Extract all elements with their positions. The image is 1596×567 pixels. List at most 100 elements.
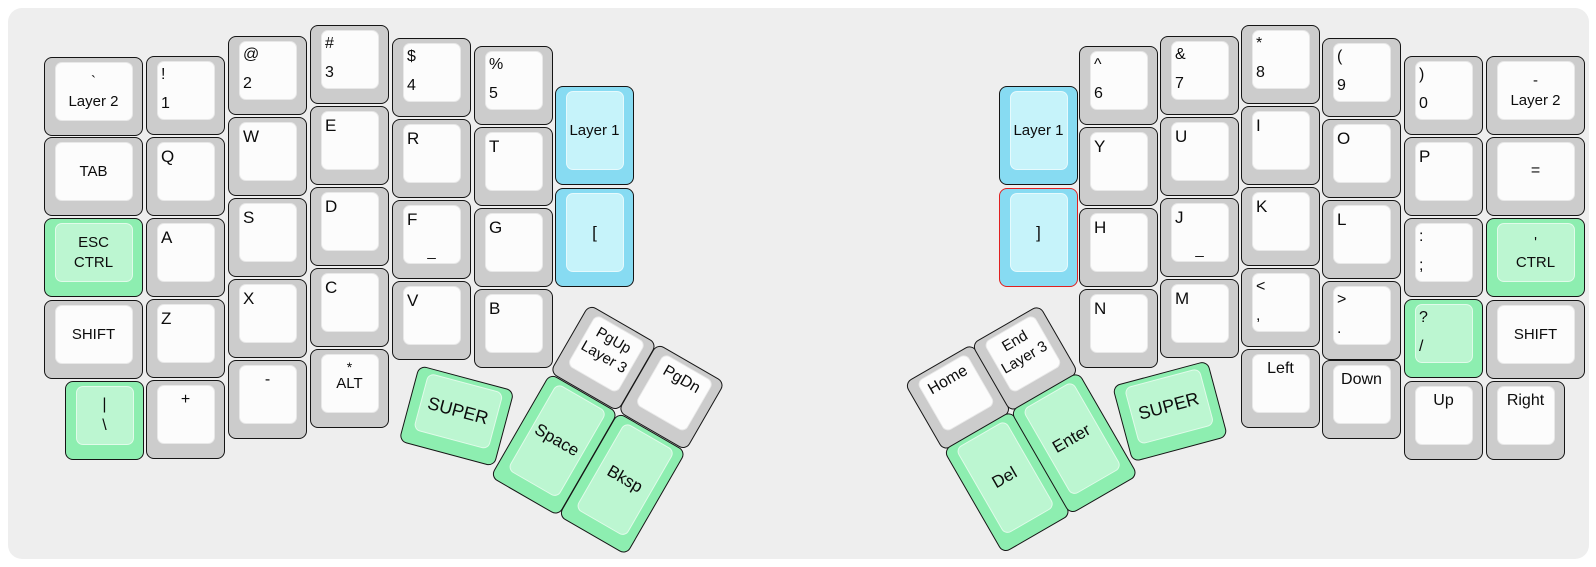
key-legend-tl: ) bbox=[1419, 65, 1424, 85]
keycap-top-surface bbox=[403, 124, 461, 183]
key-rbracket[interactable]: ] bbox=[999, 188, 1078, 287]
key-legend-bl: 9 bbox=[1337, 76, 1346, 96]
key-4-dollar[interactable]: $4 bbox=[392, 38, 471, 117]
key-u[interactable]: U bbox=[1160, 117, 1239, 196]
key-legend-line: , bbox=[1256, 306, 1261, 324]
key-lbracket[interactable]: [ bbox=[555, 188, 634, 287]
key-legend-bc: _ bbox=[393, 242, 470, 261]
key-z[interactable]: Z bbox=[146, 299, 225, 378]
key-legend-cc: SHIFT bbox=[1487, 305, 1584, 364]
key-super-right[interactable]: SUPER bbox=[1112, 360, 1229, 463]
key-legend-line: * bbox=[1256, 35, 1263, 52]
key-o[interactable]: O bbox=[1322, 119, 1401, 198]
key-legend-cc: ] bbox=[1000, 193, 1077, 272]
key-legend-tl: N bbox=[1094, 298, 1106, 320]
key-down-arrow[interactable]: Down bbox=[1322, 360, 1401, 439]
key-colon-semicolon[interactable]: :; bbox=[1404, 218, 1483, 297]
key-q[interactable]: Q bbox=[146, 137, 225, 216]
key-shift-left[interactable]: SHIFT bbox=[44, 300, 143, 379]
key-v[interactable]: V bbox=[392, 281, 471, 360]
keycap-top-surface bbox=[239, 41, 297, 100]
key-pipe-backslash[interactable]: |\ bbox=[65, 381, 144, 460]
key-9-lparen[interactable]: (9 bbox=[1322, 38, 1401, 117]
key-legend-line: | bbox=[102, 396, 107, 414]
key-legend-bl: 3 bbox=[325, 63, 334, 83]
key-legend-line: X bbox=[243, 289, 255, 308]
key-i[interactable]: I bbox=[1241, 106, 1320, 185]
key-3-hash[interactable]: #3 bbox=[310, 25, 389, 104]
key-legend-line: ] bbox=[1036, 222, 1041, 242]
key-2-at[interactable]: @2 bbox=[228, 36, 307, 115]
keycap-top-surface bbox=[76, 386, 134, 445]
key-d[interactable]: D bbox=[310, 187, 389, 266]
key-5-percent[interactable]: %5 bbox=[474, 46, 553, 125]
key-up-arrow[interactable]: Up bbox=[1404, 381, 1483, 460]
key-k[interactable]: K bbox=[1241, 187, 1320, 266]
key-7-amp[interactable]: &7 bbox=[1160, 36, 1239, 115]
key-legend-tl: W bbox=[243, 126, 259, 148]
key-lt-comma[interactable]: <, bbox=[1241, 268, 1320, 347]
key-layer1-left[interactable]: Layer 1 bbox=[555, 86, 634, 185]
key-star-alt[interactable]: *ALT bbox=[310, 349, 389, 428]
key-legend-tc: Down bbox=[1323, 370, 1400, 390]
key-gt-period[interactable]: >. bbox=[1322, 281, 1401, 360]
key-legend-line: _ bbox=[427, 242, 436, 260]
key-legend-line: H bbox=[1094, 218, 1107, 237]
key-0-rparen[interactable]: )0 bbox=[1404, 56, 1483, 135]
key-grave-layer2[interactable]: `Layer 2 bbox=[44, 57, 143, 136]
key-g[interactable]: G bbox=[474, 208, 553, 287]
key-legend-line: P bbox=[1419, 147, 1431, 166]
key-legend-bl: , bbox=[1256, 306, 1260, 326]
key-legend-line: E bbox=[325, 116, 337, 135]
key-legend-cc: SUPER bbox=[1114, 365, 1223, 447]
keycap-top-surface bbox=[239, 284, 297, 343]
key-a[interactable]: A bbox=[146, 218, 225, 297]
key-p[interactable]: P bbox=[1404, 137, 1483, 216]
key-plus[interactable]: + bbox=[146, 380, 225, 459]
keycap-top-surface bbox=[1252, 30, 1310, 89]
key-legend-line: 9 bbox=[1337, 76, 1346, 94]
key-layer1-right[interactable]: Layer 1 bbox=[999, 86, 1078, 185]
key-legend-line: CTRL bbox=[1515, 253, 1556, 271]
key-c[interactable]: C bbox=[310, 268, 389, 347]
key-w[interactable]: W bbox=[228, 117, 307, 196]
key-m[interactable]: M bbox=[1160, 279, 1239, 358]
key-e[interactable]: E bbox=[310, 106, 389, 185]
key-minus[interactable]: - bbox=[228, 360, 307, 439]
key-right-arrow[interactable]: Right bbox=[1486, 381, 1565, 460]
key-legend-line: ( bbox=[1337, 48, 1343, 65]
key-shift-right[interactable]: SHIFT bbox=[1486, 300, 1585, 379]
key-6-caret[interactable]: ^6 bbox=[1079, 46, 1158, 125]
key-legend-line: + bbox=[180, 391, 191, 408]
keycap-top-surface bbox=[566, 91, 624, 170]
key-l[interactable]: L bbox=[1322, 200, 1401, 279]
key-dash-layer2[interactable]: -Layer 2 bbox=[1486, 56, 1585, 135]
key-legend-line: Q bbox=[161, 147, 175, 166]
key-f[interactable]: F_ bbox=[392, 200, 471, 279]
keycap-top-surface bbox=[403, 43, 461, 102]
key-legend-line: ' bbox=[1534, 234, 1537, 252]
keycap-top-surface bbox=[1415, 386, 1473, 445]
key-s[interactable]: S bbox=[228, 198, 307, 277]
key-y[interactable]: Y bbox=[1079, 127, 1158, 206]
key-1-excl[interactable]: !1 bbox=[146, 56, 225, 135]
key-j[interactable]: J_ bbox=[1160, 198, 1239, 277]
key-qmark-slash[interactable]: ?/ bbox=[1404, 299, 1483, 378]
key-legend-cc: |\ bbox=[66, 386, 143, 445]
key-r[interactable]: R bbox=[392, 119, 471, 198]
key-b[interactable]: B bbox=[474, 289, 553, 368]
key-n[interactable]: N bbox=[1079, 289, 1158, 368]
key-super-left[interactable]: SUPER bbox=[398, 365, 515, 467]
key-x[interactable]: X bbox=[228, 279, 307, 358]
keycap-top-surface bbox=[403, 286, 461, 345]
key-8-star[interactable]: *8 bbox=[1241, 25, 1320, 104]
key-left-arrow[interactable]: Left bbox=[1241, 349, 1320, 428]
key-legend-tl: : bbox=[1419, 227, 1423, 247]
key-equals[interactable]: = bbox=[1486, 137, 1585, 216]
key-h[interactable]: H bbox=[1079, 208, 1158, 287]
key-quote-ctrl[interactable]: 'CTRL bbox=[1486, 218, 1585, 297]
key-t[interactable]: T bbox=[474, 127, 553, 206]
key-tab[interactable]: TAB bbox=[44, 137, 143, 216]
